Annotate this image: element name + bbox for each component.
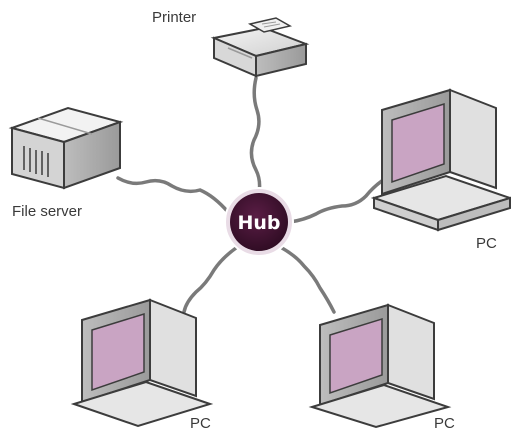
cable-pc-right: [288, 176, 388, 224]
computer-icon: [70, 298, 214, 428]
computer-icon: [370, 88, 511, 232]
file-server-label: File server: [12, 203, 82, 220]
pc-bottom-left-label: PC: [190, 415, 211, 432]
printer-label: Printer: [152, 9, 196, 26]
cable-printer: [249, 76, 262, 200]
pc-bottom-right-label: PC: [434, 415, 455, 432]
server-icon: [8, 106, 124, 190]
computer-icon: [308, 303, 452, 429]
cable-file-server: [116, 176, 230, 214]
cable-pc-bottom-right: [280, 246, 336, 314]
cable-pc-bottom-left: [182, 246, 238, 314]
hub-core: [230, 193, 288, 251]
pc-right-label: PC: [476, 235, 497, 252]
hub-label: Hub: [237, 212, 280, 234]
hub-node: Hub: [224, 187, 294, 257]
printer-icon: [210, 17, 310, 78]
cables: [116, 76, 388, 314]
